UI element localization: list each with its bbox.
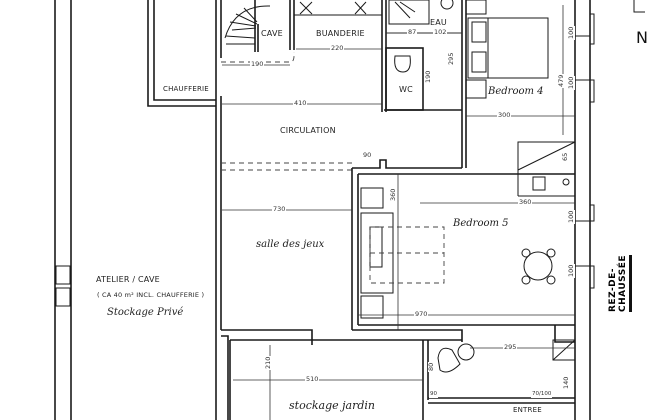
dim-bedroom4-height: 479	[557, 73, 565, 88]
dim-circulation-width: 410	[293, 99, 308, 107]
dim-bed5-vert: 360	[389, 187, 397, 202]
plan-title: REZ-DE-CHAUSSÉE	[608, 255, 632, 312]
room-label-eau: EAU	[430, 18, 447, 27]
dim-buanderie-width: 220	[330, 44, 345, 52]
room-label-bedroom-5: Bedroom 5	[453, 218, 509, 229]
dim-garden-width: 510	[305, 375, 320, 383]
dim-door-a: 90	[429, 391, 438, 398]
room-label-atelier: ATELIER / CAVE	[96, 275, 160, 284]
dim-step: 90	[362, 151, 373, 159]
room-label-stockage-jardin: stockage jardin	[289, 399, 375, 412]
room-label-salle-des-jeux: salle des jeux	[256, 239, 325, 250]
room-label-circulation: CIRCULATION	[280, 126, 336, 135]
dim-wc-height: 190	[424, 69, 432, 84]
dim-window-a: 100	[567, 25, 575, 40]
room-label-entree: ENTREE	[513, 406, 542, 414]
room-note-atelier: ( CA 40 m² INCL. CHAUFFERIE )	[97, 291, 205, 299]
dim-garden-height: 210	[264, 355, 272, 370]
room-label-stockage-prive: Stockage Privé	[107, 307, 184, 318]
north-marker: N	[636, 28, 648, 47]
dim-bedroom5-small: 65	[561, 151, 569, 162]
dim-eau-height: 295	[447, 51, 455, 66]
dim-door-b: 70/100	[531, 391, 553, 398]
room-label-wc: WC	[399, 85, 413, 94]
room-label-bedroom-4: Bedroom 4	[488, 86, 544, 97]
dim-bedroom5-length: 970	[414, 310, 429, 318]
dim-eau-a: 87	[407, 28, 418, 36]
dim-cave-width: 190	[250, 60, 265, 68]
dim-window-d: 100	[567, 263, 575, 278]
dim-bedroom4-width: 300	[497, 111, 512, 119]
dim-entree-b: 140	[562, 375, 570, 390]
room-label-cave: CAVE	[261, 29, 283, 38]
dim-window-b: 100	[567, 75, 575, 90]
dim-entree-a: 80	[427, 361, 435, 372]
dim-bedroom5-depth: 360	[518, 198, 533, 206]
dim-window-c: 100	[567, 209, 575, 224]
dim-eau-b: 102	[433, 28, 448, 36]
room-label-chaufferie: CHAUFFERIE	[163, 85, 209, 93]
room-label-buanderie: BUANDERIE	[316, 29, 365, 38]
dim-entree-width: 295	[503, 343, 518, 351]
dim-salle-width: 730	[272, 205, 287, 213]
